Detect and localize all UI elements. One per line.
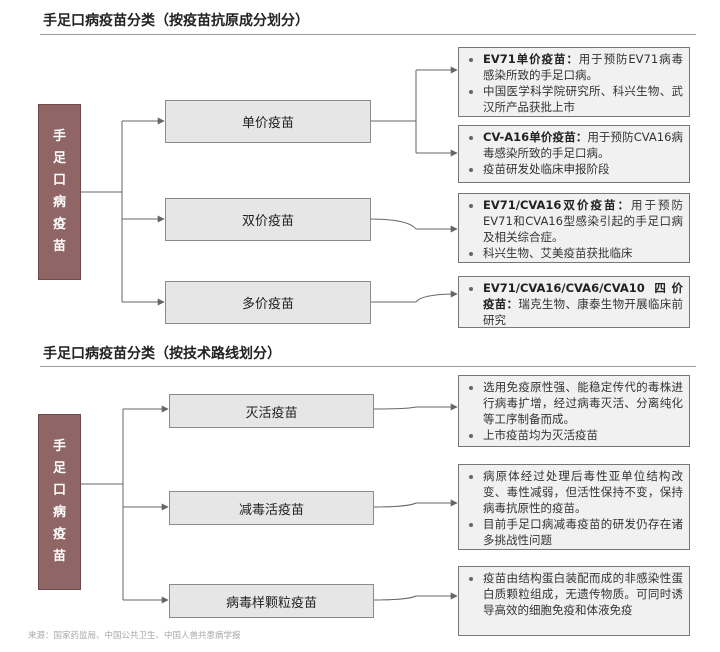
- category-virus-like-particle: 病毒样颗粒疫苗: [169, 584, 374, 618]
- category-bivalent: 双价疫苗: [165, 198, 371, 241]
- desc-text: 用于预防EV71和CVA16型感染引起的手足口病及相关综合症。: [483, 198, 684, 244]
- desc-text: 用于预防CVA16病毒感染所致的手足口病。: [483, 130, 683, 160]
- connector-to-desc-vlp: [371, 592, 458, 601]
- description-live-attenuated: 病原体经过处理后毒性亚单位结构改变、毒性减弱，但活性保持不变，保持病毒抗原性的疫…: [458, 464, 690, 550]
- connector-to-desc-attenuated: [371, 499, 458, 508]
- desc-text: 病原体经过处理后毒性亚单位结构改变、毒性减弱，但活性保持不变，保持病毒抗原性的疫…: [483, 468, 683, 516]
- connector-to-desc-multivalent: [369, 290, 458, 303]
- description-bivalent: EV71/CVA16双价疫苗：用于预防EV71和CVA16型感染引起的手足口病及…: [458, 193, 690, 263]
- root-box-technology: 手足口病疫苗: [38, 414, 81, 590]
- desc-lead: EV71单价疫苗：: [483, 52, 579, 66]
- desc-text: 选用免疫原性强、能稳定传代的毒株进行病毒扩增，经过病毒灭活、分离纯化等工序制备而…: [483, 379, 683, 427]
- source-note: 来源：国家药监局、中国公共卫生、中国人兽共患病学报: [28, 631, 241, 641]
- desc-extra: 上市疫苗均为灭活疫苗: [483, 427, 683, 443]
- root-label: 手足口病疫苗: [52, 129, 66, 254]
- section-title-technology: 手足口病疫苗分类（按技术路线划分）: [43, 346, 281, 362]
- section-divider: [40, 366, 696, 367]
- desc-extra: 疫苗研发处临床申报阶段: [483, 161, 683, 177]
- desc-extra: 中国医学科学院研究所、科兴生物、武汉所产品获批上市: [483, 83, 683, 115]
- desc-lead: EV71/CVA16/CVA6/CVA10 四价疫苗：: [483, 281, 683, 311]
- desc-extra: 科兴生物、艾美疫苗获批临床: [483, 245, 683, 261]
- connector-to-desc-inactivated: [371, 403, 458, 411]
- description-cva16-monovalent: CV-A16单价疫苗：用于预防CVA16病毒感染所致的手足口病。 疫苗研发处临床…: [458, 125, 690, 183]
- desc-text: 疫苗由结构蛋白装配而成的非感染性蛋白质颗粒组成，无遗传物质。可同时诱导高效的细胞…: [483, 570, 683, 618]
- desc-lead: EV71/CVA16双价疫苗：: [483, 198, 631, 212]
- category-inactivated: 灭活疫苗: [169, 394, 374, 428]
- desc-text: 瑞克生物、康泰生物开展临床前研究: [483, 297, 683, 327]
- section-divider: [40, 34, 696, 35]
- connector-monovalent-descs: [369, 70, 417, 153]
- description-quadrivalent: EV71/CVA16/CVA6/CVA10 四价疫苗：瑞克生物、康泰生物开展临床…: [458, 276, 690, 328]
- category-live-attenuated: 减毒活疫苗: [169, 491, 374, 525]
- category-monovalent: 单价疫苗: [165, 100, 371, 143]
- connector-root-to-categories-1: [80, 121, 123, 302]
- description-inactivated: 选用免疫原性强、能稳定传代的毒株进行病毒扩增，经过病毒灭活、分离纯化等工序制备而…: [458, 375, 690, 447]
- root-box-antigen: 手足口病疫苗: [38, 104, 81, 280]
- root-label: 手足口病疫苗: [52, 439, 66, 564]
- connector-root-to-categories-2: [80, 409, 124, 600]
- description-virus-like-particle: 疫苗由结构蛋白装配而成的非感染性蛋白质颗粒组成，无遗传物质。可同时诱导高效的细胞…: [458, 566, 690, 636]
- connector-to-desc-bivalent: [368, 218, 458, 233]
- desc-lead: CV-A16单价疫苗：: [483, 130, 588, 144]
- desc-extra: 目前手足口病减毒疫苗的研发仍存在诸多挑战性问题: [483, 516, 683, 548]
- desc-text: 用于预防EV71病毒感染所致的手足口病。: [483, 52, 683, 82]
- description-ev71-monovalent: EV71单价疫苗：用于预防EV71病毒感染所致的手足口病。 中国医学科学院研究所…: [458, 47, 690, 117]
- section-title-antigen: 手足口病疫苗分类（按疫苗抗原成分划分）: [43, 13, 309, 29]
- category-multivalent: 多价疫苗: [165, 281, 371, 324]
